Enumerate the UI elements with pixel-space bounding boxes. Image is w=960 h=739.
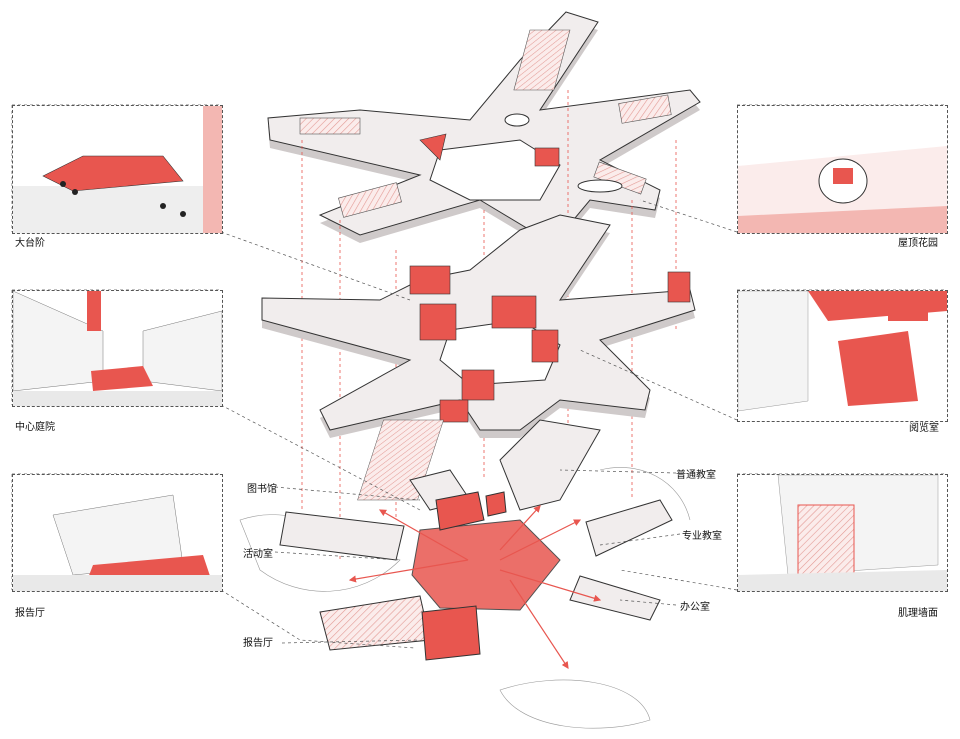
callout-specialty-classroom: 专业教室 <box>682 531 722 542</box>
roof-level <box>267 11 701 244</box>
vignette-roof-garden <box>737 105 948 234</box>
middle-level <box>261 214 696 438</box>
label-central-courtyard: 中心庭院 <box>15 422 55 433</box>
vignette-reading-room <box>737 290 948 422</box>
label-reading-room: 阅览室 <box>909 423 939 434</box>
callout-library: 图书馆 <box>247 484 277 495</box>
callout-lecture-hall: 报告厅 <box>243 638 273 649</box>
label-lecture-hall-left: 报告厅 <box>15 608 45 619</box>
callout-activity-room: 活动室 <box>243 549 273 560</box>
callout-office: 办公室 <box>680 602 710 613</box>
ground-level <box>239 419 691 729</box>
label-textured-wall: 肌理墙面 <box>898 608 938 619</box>
vignette-textured-wall <box>737 474 948 592</box>
vignette-grand-steps <box>12 105 223 234</box>
vignette-central-courtyard <box>12 290 223 407</box>
callout-classroom: 普通教室 <box>676 470 716 481</box>
vignette-lecture-hall <box>12 474 223 592</box>
label-grand-steps: 大台阶 <box>15 238 45 249</box>
label-roof-garden: 屋顶花园 <box>898 238 938 249</box>
